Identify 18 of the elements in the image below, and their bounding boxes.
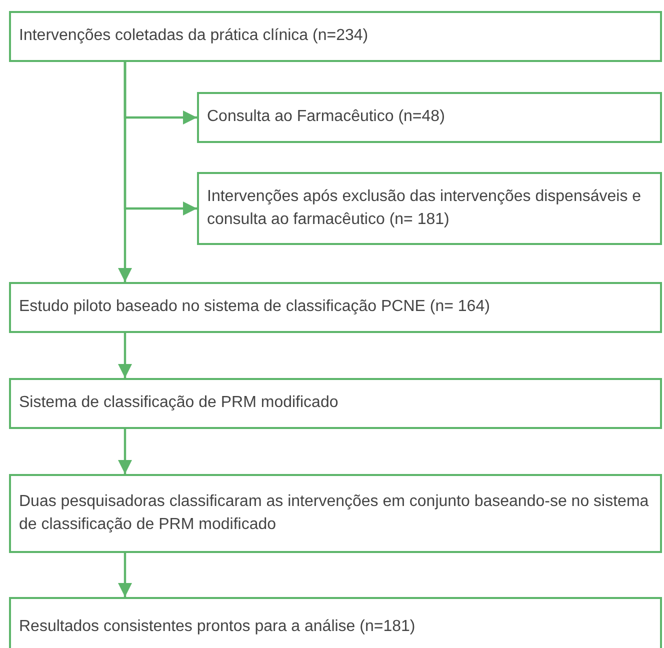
process-box [9,474,662,553]
arrow [118,553,132,597]
arrow [118,333,132,378]
step-text: Intervenções coletadas da prática clínica (n=234) [19,26,368,46]
process-box [9,11,662,62]
arrow [118,62,132,282]
step-text: Estudo piloto baseado no sistema de classificação PCNE (n= 164) [19,297,490,318]
process-box [9,282,662,333]
process-box [197,92,662,143]
step-text: Intervenções após exclusão das intervenções dispensáveis e consulta ao farmacêutico (n= 181) [207,187,642,230]
process-box [9,597,662,648]
process-box [197,172,662,245]
arrow [118,429,132,474]
step-text: Resultados consistentes prontos para a análise (n=181) [19,616,416,637]
step-text: Consulta ao Farmacêutico (n=48) [207,107,445,128]
process-box [9,378,662,429]
step-text: Sistema de classificação de PRM modificado [19,393,338,414]
step-text: Duas pesquisadoras classificaram as intervenções em conjunto baseando-se no sistema de classificação de PRM modificado [19,492,650,534]
